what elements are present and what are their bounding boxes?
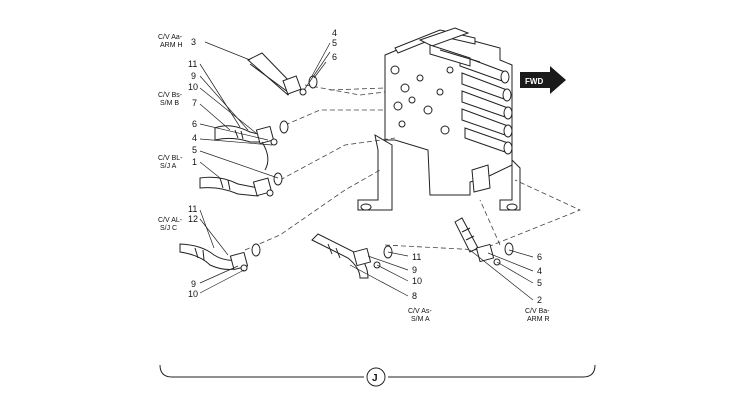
callout-3: 3 [191,37,196,47]
callout-10-c: 10 [412,276,422,286]
callout-5-right: 5 [537,278,542,288]
label-cv-aa: C/V Aa- [158,34,183,41]
label-sj-c: S/J C [160,225,177,232]
fwd-label: FWD [525,77,543,86]
callout-11-b: 11 [188,204,197,214]
control-valve [357,27,521,211]
fwd-arrow: FWD [520,66,566,94]
label-cv-al: C/V AL- [158,217,183,224]
hose-labels: C/V Aa- ARM H C/V Bs- S/M B C/V BL- S/J … [158,34,550,323]
callout-1: 1 [192,157,197,167]
view-bracket [159,364,596,387]
callout-5-top: 5 [332,38,337,48]
callout-6-top: 6 [332,52,337,62]
callout-10-a: 10 [188,82,198,92]
hose-assembly-8 [311,233,393,279]
hose-assembly-12 [179,243,261,272]
callout-numbers: 3 4 5 6 11 9 10 7 6 4 5 1 11 12 9 10 11 … [188,28,542,305]
hose-assembly-1 [199,172,283,197]
callout-5-mid: 5 [192,145,197,155]
label-cv-as: C/V As- [408,308,432,315]
callout-12: 12 [188,214,198,224]
view-marker: J [372,373,378,384]
callout-9-c: 9 [412,265,417,275]
label-cv-bl: C/V BL- [158,155,183,162]
callout-4-top: 4 [332,28,337,38]
callout-9-b: 9 [191,279,196,289]
hose-assembly-7 [214,120,289,171]
callout-8: 8 [412,291,417,301]
callout-4-mid: 4 [192,133,197,143]
callout-4-right: 4 [537,266,542,276]
callout-6-right: 6 [537,252,542,262]
callout-9-a: 9 [191,71,196,81]
label-arm-h: ARM H [160,42,183,49]
hose-assembly-top [247,52,318,96]
callout-11-c: 11 [412,252,421,262]
label-sj-a: S/J A [160,163,177,170]
label-cv-ba: C/V Ba- [525,308,550,315]
callout-10-b: 10 [188,289,198,299]
callout-2: 2 [537,295,542,305]
callout-6-mid: 6 [192,119,197,129]
dashed-leaders [244,84,582,251]
callout-leaders [199,41,534,301]
hose-assembly-2 [454,217,514,266]
callout-7: 7 [192,98,197,108]
label-arm-r: ARM R [527,316,550,323]
callout-11-a: 11 [188,59,197,69]
label-sm-b: S/M B [160,100,179,107]
label-cv-bs: C/V Bs- [158,92,183,99]
label-sm-a: S/M A [411,316,430,323]
